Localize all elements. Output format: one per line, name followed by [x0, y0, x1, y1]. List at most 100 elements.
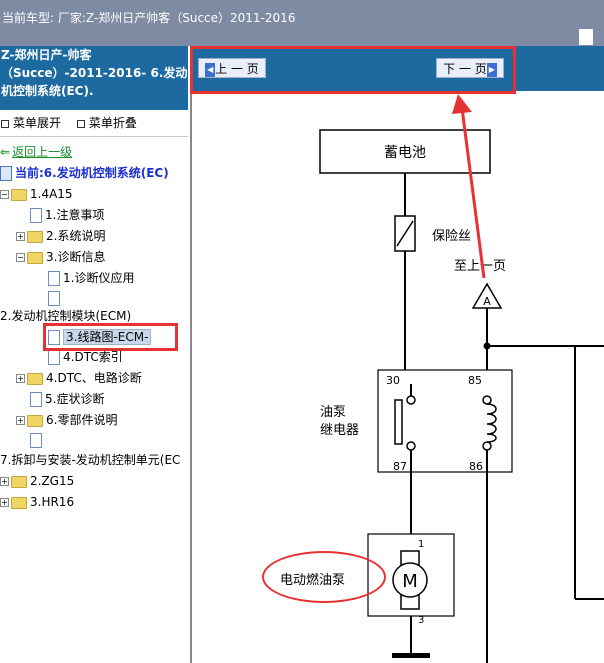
folder-icon — [27, 230, 43, 243]
tree-item[interactable]: 7.拆卸与安装-发动机控制单元(EC — [0, 451, 180, 469]
page-icon — [48, 291, 60, 306]
relay-contact — [482, 395, 492, 405]
folder-icon — [11, 496, 27, 509]
tree-item[interactable]: 2.发动机控制模块(ECM) — [0, 307, 131, 325]
tree-item[interactable]: − 1.4A15 — [0, 185, 73, 203]
tree-item-label: 3.诊断信息 — [46, 250, 106, 264]
page-icon — [48, 271, 60, 286]
expand-box-icon[interactable]: + — [0, 498, 9, 507]
pump-highlight-oval — [262, 551, 386, 603]
computer-icon — [0, 166, 12, 181]
left-panel: Z-郑州日产-帅客 （Succe）-2011-2016- 6.发动 机控制系统(… — [0, 46, 188, 663]
page-icon — [30, 208, 42, 223]
tree-item[interactable]: 4.DTC索引 — [48, 348, 123, 366]
pin-30-label: 30 — [386, 374, 400, 387]
tree-item-label: 1.4A15 — [30, 187, 73, 201]
tree-item-label: 2.系统说明 — [46, 229, 106, 243]
menu-collapse-link[interactable]: 菜单折叠 — [88, 116, 137, 130]
tree-item-label: 4.DTC索引 — [63, 350, 123, 364]
menu-expand-link[interactable]: 菜单展开 — [13, 116, 62, 130]
relay-label-2: 继电器 — [320, 423, 359, 438]
connector-label: A — [483, 295, 491, 308]
nav-highlight-box — [190, 46, 516, 94]
expand-box-icon[interactable]: + — [16, 232, 25, 241]
left-header: Z-郑州日产-帅客 （Succe）-2011-2016- 6.发动 机控制系统(… — [0, 46, 188, 110]
folder-icon — [11, 475, 27, 488]
collapse-box-icon[interactable]: − — [16, 253, 25, 262]
menu-bar: 菜单展开 菜单折叠 — [0, 110, 188, 137]
title-bar: 当前车型: 厂家:Z-郑州日产帅客（Succe）2011-2016 — [0, 0, 604, 46]
to-prev-label: 至上一页 — [454, 259, 506, 274]
diagram-panel: ◀上 一 页 下 一 页▶ 蓄电池 保险丝 至上一页 A 30 85 87 86 — [190, 46, 604, 663]
battery-label: 蓄电池 — [384, 145, 426, 161]
tree-item[interactable]: +6.零部件说明 — [16, 411, 117, 429]
relay-contact — [482, 441, 492, 451]
tree-item-label: 1.诊断仪应用 — [63, 271, 135, 285]
folder-icon — [27, 414, 43, 427]
tree-item[interactable]: − 3.诊断信息 — [16, 248, 105, 266]
motor-circle — [392, 562, 428, 598]
current-label: 当前:6.发动机控制系统(EC) — [15, 166, 169, 180]
prev-page-button[interactable]: ◀上 一 页 — [198, 58, 266, 78]
tree-item-selected[interactable]: 3.线路图-ECM- — [48, 328, 152, 346]
tree-item[interactable] — [30, 431, 45, 449]
next-page-label: 下 一 页 — [443, 62, 487, 76]
collapse-box-icon[interactable]: − — [0, 190, 9, 199]
tree-item-label: 1.注意事项 — [45, 208, 105, 222]
next-page-button[interactable]: 下 一 页▶ — [436, 58, 504, 78]
tree-item-label: 5.症状诊断 — [45, 392, 105, 406]
tree-back[interactable]: ⇐返回上一级 — [0, 143, 72, 161]
relay-contact — [406, 441, 416, 451]
folder-icon — [11, 188, 27, 201]
collapse-icon — [76, 119, 85, 128]
tree-item[interactable]: +2.系统说明 — [16, 227, 105, 245]
back-arrow-icon: ⇐ — [0, 145, 11, 159]
left-arrow-icon: ◀ — [205, 62, 216, 77]
tree-item[interactable]: 1.诊断仪应用 — [48, 269, 134, 287]
left-header-line1: Z-郑州日产-帅客 — [1, 48, 92, 62]
left-header-line3: 机控制系统(EC). — [1, 84, 94, 98]
motor-label: M — [402, 571, 418, 592]
title-text: 当前车型: 厂家:Z-郑州日产帅客（Succe）2011-2016 — [2, 11, 296, 25]
pin-3-label: 3 — [418, 615, 424, 626]
folder-icon — [27, 372, 43, 385]
prev-page-label: 上 一 页 — [215, 62, 259, 76]
annotation-arrow — [460, 107, 486, 279]
tree-item[interactable]: 1.注意事项 — [30, 206, 104, 224]
highlight-box — [43, 323, 178, 351]
page-icon — [30, 392, 42, 407]
left-header-line2: （Succe）-2011-2016- 6.发动 — [1, 66, 188, 80]
tree-current: 当前:6.发动机控制系统(EC) — [0, 164, 169, 182]
annotation-arrowhead — [452, 94, 472, 114]
tree-item-label: 6.零部件说明 — [46, 413, 118, 427]
fuse-line — [396, 220, 414, 247]
page-icon — [48, 330, 60, 345]
tree-item[interactable]: +4.DTC、电路诊断 — [16, 369, 142, 387]
tree-item[interactable]: 5.症状诊断 — [30, 390, 104, 408]
tree-item-label: 2.发动机控制模块(ECM) — [0, 309, 132, 323]
expand-icon — [1, 119, 9, 128]
relay-switch — [394, 399, 403, 445]
relay-contact — [406, 395, 416, 405]
expand-box-icon[interactable]: + — [16, 374, 25, 383]
tree-item-label: 2.ZG15 — [30, 474, 75, 488]
folder-icon — [27, 251, 43, 264]
tree-item-label: 7.拆卸与安装-发动机控制单元(EC — [0, 453, 181, 467]
pin-85-label: 85 — [468, 374, 482, 387]
relay-label-1: 油泵 — [320, 405, 346, 420]
tree-item-label: 3.线路图-ECM- — [63, 329, 152, 345]
tree-item-label: 4.DTC、电路诊断 — [46, 371, 142, 385]
page-icon — [48, 350, 60, 365]
tree-item[interactable]: +2.ZG15 — [0, 472, 74, 490]
wiring-diagram: 蓄电池 保险丝 至上一页 A 30 85 87 86 油泵 继电器 1 — [280, 94, 604, 663]
ground-symbol — [392, 653, 430, 658]
pin-86-label: 86 — [469, 460, 483, 473]
expand-box-icon[interactable]: + — [16, 416, 25, 425]
tree-item[interactable] — [48, 289, 63, 307]
back-link[interactable]: 返回上一级 — [12, 145, 73, 159]
pin-1-label: 1 — [418, 539, 424, 550]
expand-box-icon[interactable]: + — [0, 477, 9, 486]
page-nav-bar: ◀上 一 页 下 一 页▶ — [192, 46, 604, 91]
right-arrow-icon: ▶ — [486, 62, 497, 77]
tree-item[interactable]: +3.HR16 — [0, 493, 74, 511]
